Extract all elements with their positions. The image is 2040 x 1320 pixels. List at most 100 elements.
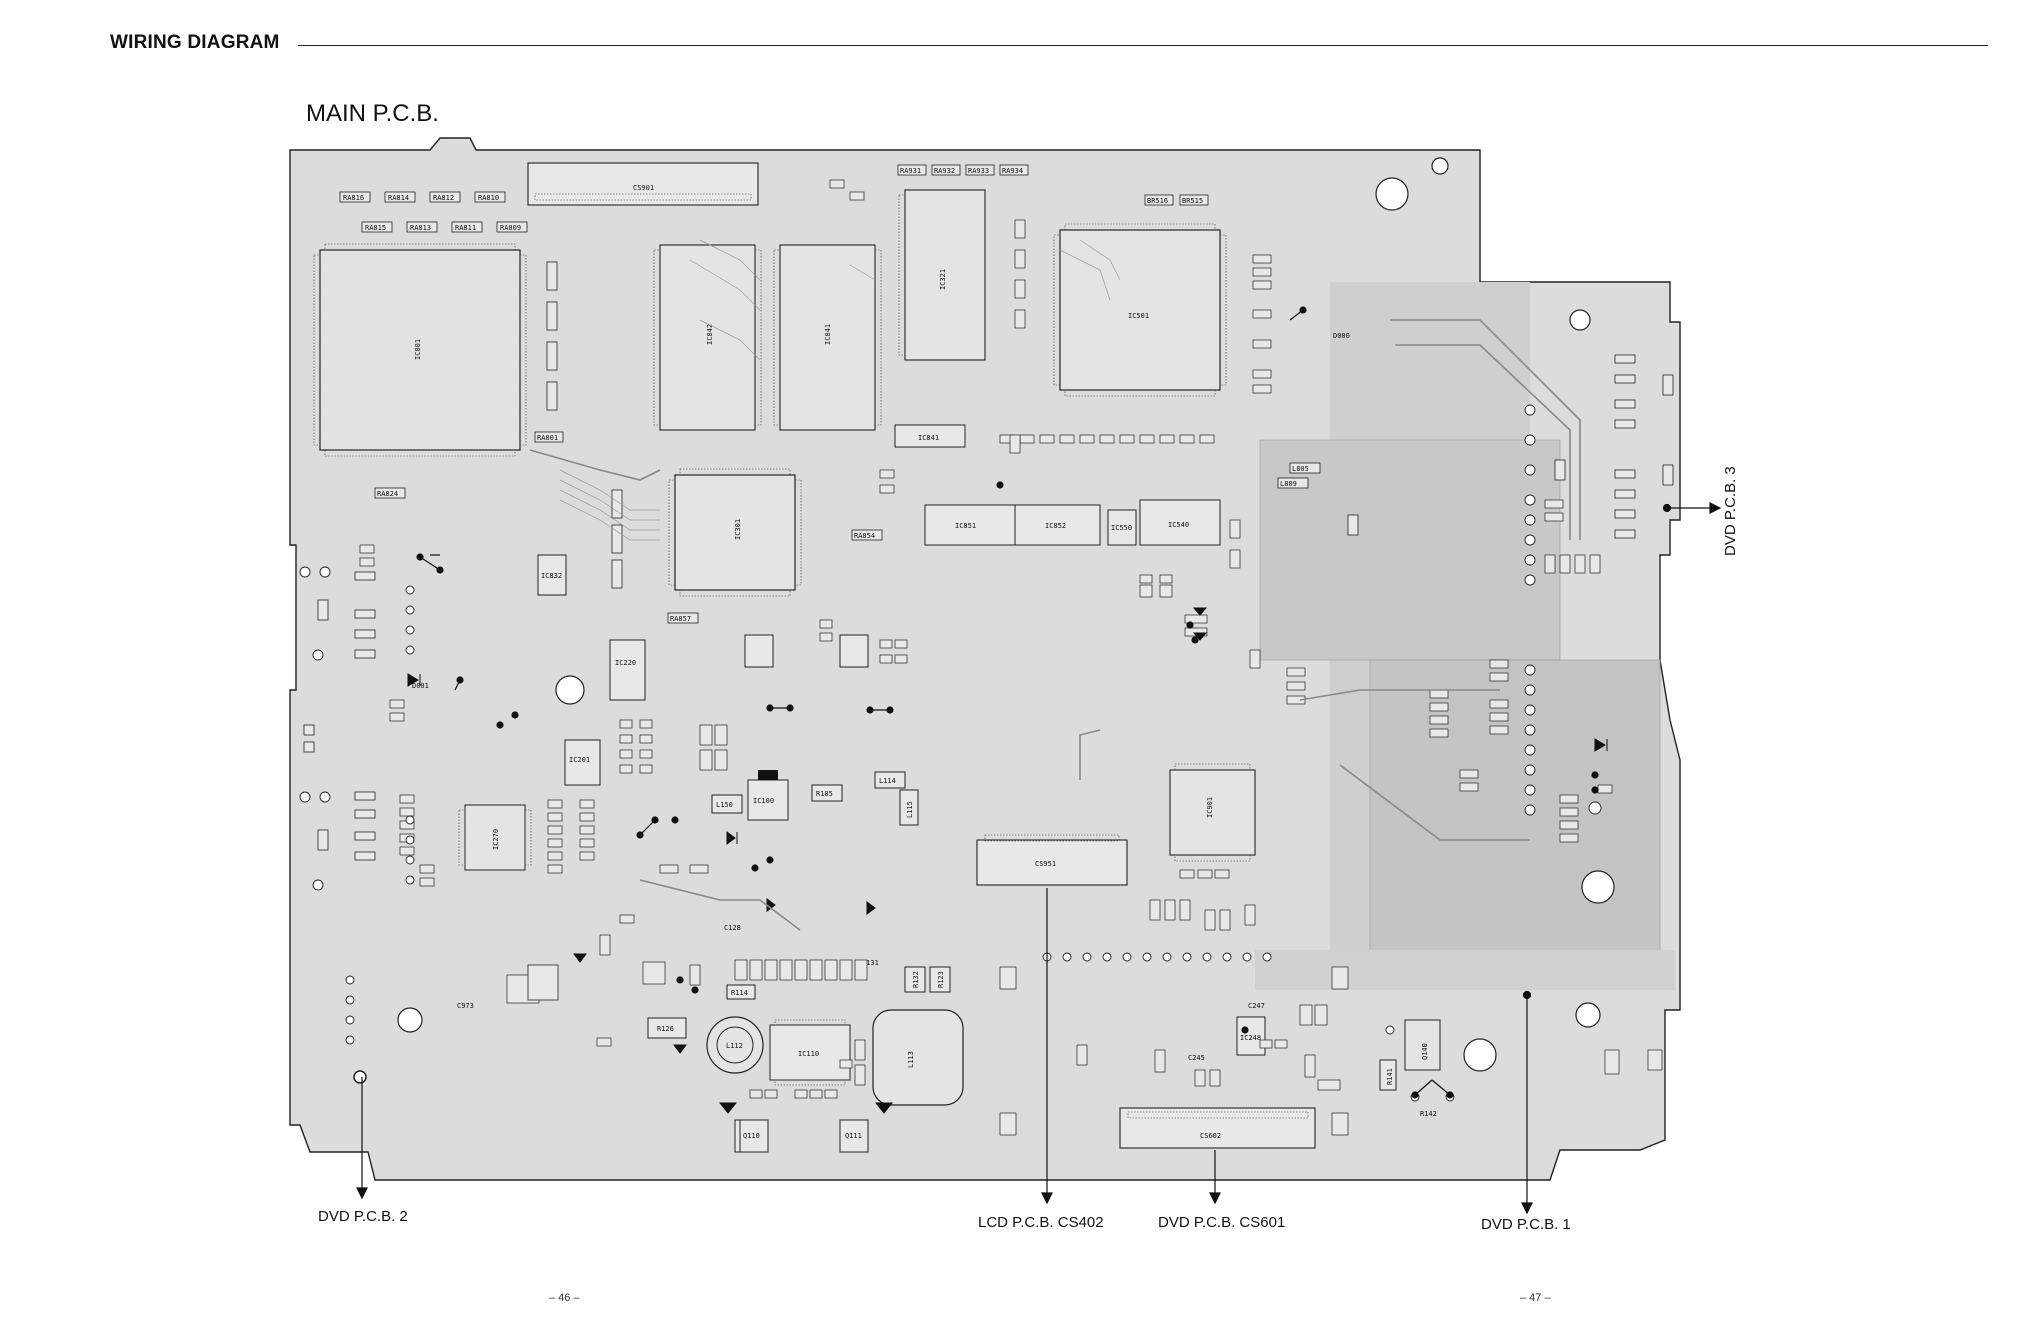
svg-text:RA810: RA810	[478, 194, 499, 202]
ic-sop8	[839, 634, 869, 668]
svg-text:IC220: IC220	[615, 659, 636, 667]
svg-text:CS901: CS901	[633, 184, 654, 192]
ic-sop-ic110: IC110	[769, 1019, 851, 1086]
svg-text:IC201: IC201	[569, 756, 590, 764]
capacitor-c128-label: C128	[724, 924, 741, 932]
resistor-r132	[904, 966, 926, 993]
resistor-array-br516-label: BR516	[1147, 197, 1168, 205]
resistor-array-ra854-label: RA854	[854, 532, 875, 540]
pcb-region-lower-right	[1369, 659, 1661, 961]
resistor-array-column	[546, 261, 623, 589]
pcb-trace-bundle	[559, 239, 1121, 541]
ic-qfp-ic301: IC301	[668, 468, 802, 597]
mount-hole	[1463, 1038, 1497, 1072]
svg-text:IC841: IC841	[824, 324, 832, 345]
right-connector-pads	[1347, 354, 1674, 539]
mount-hole	[1431, 157, 1449, 175]
inductor-l150	[711, 794, 743, 814]
svg-text:CS602: CS602	[1200, 1132, 1221, 1140]
left-connector-pads	[303, 571, 559, 1001]
ic-sop-ic851: IC851	[924, 504, 1016, 546]
resistor-array-br515-label: BR515	[1182, 197, 1203, 205]
capacitor-c245-label: C245	[1188, 1054, 1205, 1062]
ic-qfp-ic801: IC801	[313, 243, 527, 457]
resistor-array-ra801-label: RA801	[537, 434, 558, 442]
svg-text:CS951: CS951	[1035, 860, 1056, 868]
resistor-r105	[811, 784, 843, 802]
ic-sop-ic832: IC832	[537, 554, 567, 596]
ic-sop-ic220: IC220	[609, 639, 646, 701]
mount-hole	[353, 1070, 367, 1084]
ic-qfp-ic321: IC321	[898, 189, 986, 361]
resistor-r126	[647, 1017, 687, 1039]
resistor-array-row-ra93x: RA931 RA932 RA933 RA934	[897, 164, 1029, 176]
svg-text:IC321: IC321	[939, 269, 947, 290]
svg-text:IC901: IC901	[1206, 797, 1214, 818]
transistor-q140-label: Q140	[1421, 1043, 1429, 1060]
svg-text:RA809: RA809	[500, 224, 521, 232]
inductor-l112: L112	[706, 1016, 764, 1074]
svg-text:IC100: IC100	[753, 797, 774, 805]
svg-text:RA814: RA814	[388, 194, 409, 202]
svg-text:IC270: IC270	[492, 829, 500, 850]
ic-sop-ic201: IC201	[564, 739, 601, 786]
board-title: MAIN P.C.B.	[306, 100, 439, 127]
resistor-r123	[929, 966, 951, 993]
svg-text:IC550: IC550	[1111, 524, 1132, 532]
resistor-r123-label: R123	[937, 971, 945, 988]
svg-text:IC301: IC301	[734, 519, 742, 540]
capacitor-c247-label: C247	[1248, 1002, 1265, 1010]
svg-text:RA933: RA933	[968, 167, 989, 175]
ic-regulator-ic100: IC100	[747, 770, 789, 821]
svg-text:IC851: IC851	[955, 522, 976, 530]
capacitor-c131-label: C131	[862, 959, 879, 967]
ic-sop8	[744, 634, 774, 668]
header-rule	[298, 45, 1988, 46]
svg-text:IC852: IC852	[1045, 522, 1066, 530]
page-number-right: – 47 –	[1520, 1292, 1551, 1304]
resistor-array-br516	[1144, 194, 1174, 206]
svg-text:IC501: IC501	[1128, 312, 1149, 320]
ic-sop8	[839, 1119, 869, 1153]
mount-hole	[555, 675, 585, 705]
ic-qfp-ic841: IC841	[773, 244, 882, 431]
ic-qfp-ic842: IC842	[653, 244, 762, 431]
svg-text:RA932: RA932	[934, 167, 955, 175]
resistor-r126-label: R126	[657, 1025, 674, 1033]
inductor-l114	[874, 771, 906, 789]
pcb-region-upper-right	[1259, 439, 1561, 661]
page-number-left: – 46 –	[549, 1292, 580, 1304]
svg-text:IC110: IC110	[798, 1050, 819, 1058]
pcb-traces	[529, 319, 1581, 931]
svg-text:IC832: IC832	[541, 572, 562, 580]
ic-sop-ic852: IC852	[1014, 504, 1101, 546]
connector-leader-lines	[356, 502, 1722, 1215]
svg-text:IC841: IC841	[918, 434, 939, 442]
inductor-l805	[1289, 462, 1321, 474]
inductor-l114-label: L114	[879, 777, 896, 785]
transistor-symbols	[416, 306, 1599, 1099]
smd-components	[359, 179, 1663, 1136]
connector-cs901: CS901	[527, 162, 759, 206]
svg-text:RA812: RA812	[433, 194, 454, 202]
svg-text:IC842: IC842	[706, 324, 714, 345]
label-dvd-pcb-1: DVD P.C.B. 1	[1481, 1216, 1571, 1233]
label-lcd-pcb-cs402: LCD P.C.B. CS402	[978, 1214, 1104, 1231]
resistor-r132-label: R132	[912, 971, 920, 988]
resistor-r141	[1379, 1059, 1397, 1091]
resistor-r105-label: R105	[816, 790, 833, 798]
svg-text:RA811: RA811	[455, 224, 476, 232]
connector-cs951: CS951	[976, 834, 1128, 886]
mount-hole	[397, 1007, 423, 1033]
ic-qfp-ic901: IC901	[1169, 763, 1256, 862]
diode-d000-label: D000	[1333, 332, 1350, 340]
resistor-r114-label: R114	[731, 989, 748, 997]
resistor-array-ra854	[851, 529, 883, 541]
svg-text:RA816: RA816	[343, 194, 364, 202]
inductor-l115-label: L115	[906, 801, 914, 818]
pcb-region-bottom	[1255, 950, 1675, 990]
transistor-q140	[1404, 1019, 1441, 1071]
resistor-r114	[726, 984, 756, 1000]
label-dvd-pcb-cs601: DVD P.C.B. CS601	[1158, 1214, 1286, 1231]
left-vias	[299, 566, 415, 1045]
